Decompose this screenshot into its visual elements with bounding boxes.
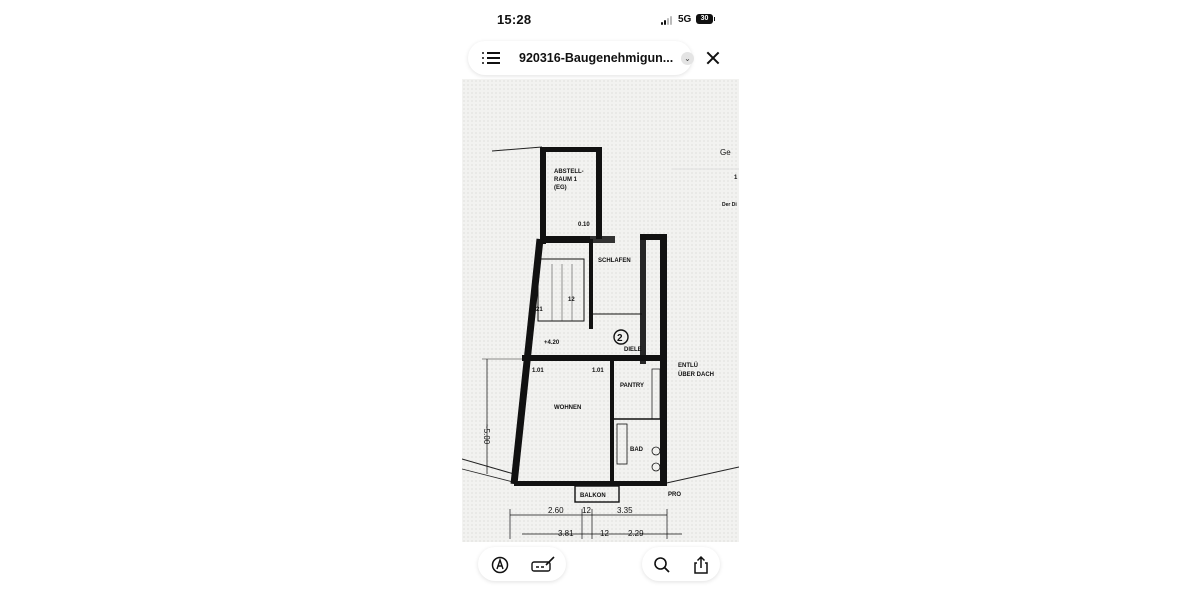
edge-text-2: 1 bbox=[734, 175, 738, 181]
signature-icon[interactable] bbox=[530, 555, 556, 575]
storage-label-2: RAUM 1 bbox=[554, 177, 578, 183]
document-page[interactable]: ~5.00 ABSTELL- RAUM 1 (EG) 0.10 12 21 +4… bbox=[462, 79, 739, 542]
pantry-label: PANTRY bbox=[620, 383, 644, 389]
hall-label: DIELE bbox=[624, 347, 642, 353]
stair-label-a: 12 bbox=[568, 297, 575, 303]
balcony-label: BALKON bbox=[580, 493, 606, 499]
chevron-down-icon[interactable]: ⌄ bbox=[681, 52, 694, 65]
search-icon[interactable] bbox=[652, 555, 672, 575]
vent-label-1: ENTLÜ bbox=[678, 362, 698, 369]
side-dimension: ~5.00 bbox=[482, 424, 491, 445]
bath-label: BAD bbox=[630, 447, 644, 453]
battery-level: 30 bbox=[700, 15, 709, 22]
status-time: 15:28 bbox=[497, 12, 532, 27]
dim-1-c: 3.35 bbox=[617, 506, 633, 515]
living-room-label: WOHNEN bbox=[554, 405, 581, 411]
list-menu-icon[interactable] bbox=[482, 49, 502, 67]
level-mark: +4.20 bbox=[544, 340, 560, 346]
document-title[interactable]: 920316-Baugenehmigun... bbox=[519, 51, 674, 65]
storage-label-1: ABSTELL- bbox=[554, 169, 584, 175]
edit-tools-pill bbox=[478, 547, 566, 581]
close-icon[interactable] bbox=[702, 47, 724, 69]
title-pill: 920316-Baugenehmigun... ⌄ bbox=[468, 41, 694, 75]
view-tools-pill bbox=[642, 547, 720, 581]
door-width-1: 1.01 bbox=[532, 368, 544, 374]
bedroom-label: SCHLAFEN bbox=[598, 258, 631, 264]
edge-text-3: Der Di bbox=[722, 202, 737, 208]
status-bar: 15:28 5G 30 bbox=[462, 0, 739, 40]
document-header: 920316-Baugenehmigun... ⌄ bbox=[462, 40, 739, 76]
circle-number: 2 bbox=[617, 333, 623, 344]
floor-plan-drawing: ~5.00 ABSTELL- RAUM 1 (EG) 0.10 12 21 +4… bbox=[462, 146, 739, 539]
stair-label-b: 21 bbox=[536, 307, 543, 313]
dim-2-a: 3.81 bbox=[558, 529, 574, 538]
dim-1-b: 12 bbox=[582, 506, 591, 515]
markup-icon[interactable] bbox=[490, 555, 510, 575]
door-width-2: 1.01 bbox=[592, 368, 604, 374]
battery-icon: 30 bbox=[696, 14, 715, 24]
dim-2-c: 2.29 bbox=[628, 529, 644, 538]
dim-2-b: 12 bbox=[600, 529, 609, 538]
corner-label: PRO bbox=[668, 492, 681, 498]
phone-screen: 15:28 5G 30 920316-Baugenehmigun... ⌄ bbox=[462, 0, 739, 600]
signal-icon bbox=[661, 15, 674, 25]
bottom-toolbar bbox=[462, 545, 739, 585]
vent-label-2: ÜBER DACH bbox=[678, 371, 714, 378]
edge-text-1: Ge bbox=[720, 148, 731, 157]
share-icon[interactable] bbox=[691, 555, 711, 575]
dim-1-a: 2.60 bbox=[548, 506, 564, 515]
network-label: 5G bbox=[678, 14, 692, 25]
small-label: 0.10 bbox=[578, 222, 590, 228]
storage-label-3: (EG) bbox=[554, 185, 567, 191]
